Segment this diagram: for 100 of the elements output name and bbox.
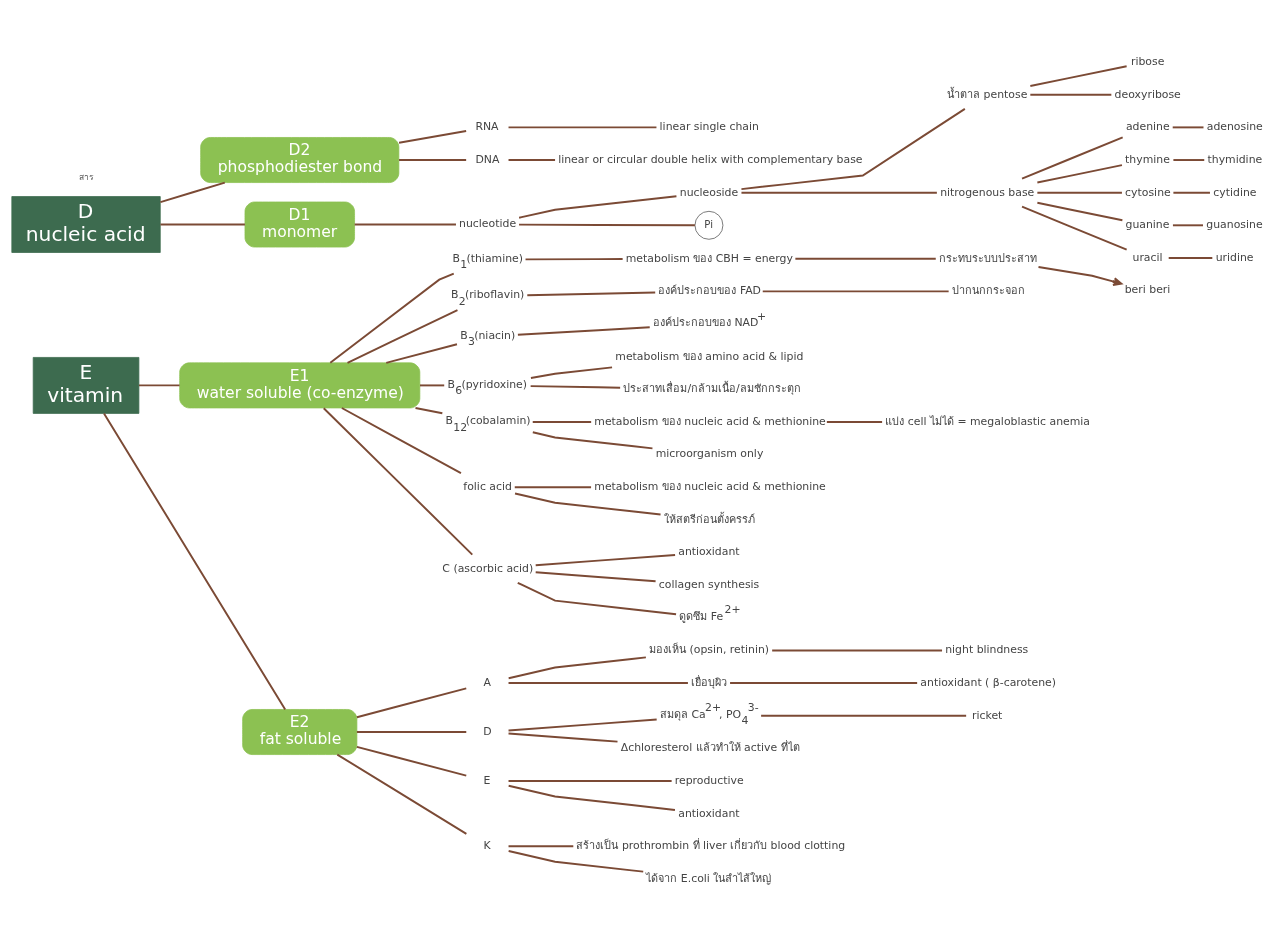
connector [159,223,246,225]
node-text: DNA [475,152,500,166]
connector [1036,163,1123,183]
node-text: beri beri [1124,282,1171,296]
node-box: D nucleic acid [11,195,161,253]
connector [729,681,919,684]
connector [385,342,458,364]
node-text: metabolism ของ amino acid & lipid [615,349,804,363]
connector [507,718,658,731]
connector [355,686,468,718]
connector [771,648,943,651]
connector [507,732,619,743]
node-text: metabolism ของ CBH = energy [625,251,793,265]
node-text: ปากนกกระจอก [951,283,1025,297]
connector [103,412,287,710]
node-text: Δchloresterol แล้วทำให้ active ที่ไต [620,740,800,754]
node-text: nucleoside [679,185,739,199]
node-text: ให้สตรีก่อนตั้งครรภ์ [663,512,755,526]
node-text: K [483,838,491,852]
connector [526,291,657,296]
connector [507,844,575,847]
connector [336,753,468,835]
connector [398,158,468,161]
node-text: antioxidant [678,544,740,558]
connector [514,491,662,515]
connector [740,191,938,194]
connector [740,107,966,190]
connector [1029,64,1128,87]
connector [507,125,658,128]
node-text: น้ำตาล pentose [947,87,1028,101]
connector [534,553,677,566]
node-text: thymine [1125,152,1170,166]
connector [529,384,622,389]
node-text: ricket [972,708,1003,722]
node-text: มองเห็น (opsin, retinin) [649,642,770,656]
label: สาร [78,171,94,182]
connector [414,406,444,414]
connector [1171,223,1204,226]
node-text: RNA [475,119,499,133]
connector [794,257,937,260]
node-text: ribose [1130,54,1165,68]
connector [1029,93,1113,96]
node-text: deoxyribose [1114,87,1181,101]
node-circle: Pi [694,210,724,240]
connector [1172,158,1206,161]
node-text: ประสาทเสื่อม/กล้ามเนื้อ/ลมชักกระตุก [623,381,801,395]
connector [825,420,884,423]
node-text: microorganism only [655,446,764,460]
connector [513,485,593,488]
node-box: E2 fat soluble [242,708,358,755]
connector [518,223,696,226]
connector [1171,125,1205,128]
node-text: แบ่ง cell ไม่ได้ = megaloblastic anemia [885,414,1091,428]
node-text: metabolism ของ nucleic acid & methionine [594,414,826,428]
node-text: linear single chain [659,119,759,133]
connector [1172,191,1211,194]
arrow [1037,265,1123,286]
connector [138,383,181,386]
node-text: guanine [1125,217,1170,231]
node-text: night blindness [945,642,1029,656]
connector [531,420,593,423]
node-text: thymidine [1207,152,1263,166]
node-text: ได้จาก E.coli ในลำไส้ใหญ่ [646,871,772,885]
node-text: collagen synthesis [658,577,760,591]
connector [516,325,651,336]
node-text: adenosine [1206,119,1263,133]
node-text: uracil [1132,250,1163,264]
node-text: D [483,724,492,738]
node-text: E [483,773,491,787]
connector [355,745,468,777]
connector [1021,205,1128,251]
node-text: antioxidant ( β-carotene) [920,675,1057,689]
node-text: metabolism ของ nucleic acid & methionine [594,479,826,493]
node-text: cytosine [1125,185,1171,199]
node-box: E vitamin [32,356,140,414]
connector [507,849,645,873]
node-text: antioxidant [678,806,740,819]
connector [398,129,468,144]
node-text: A [483,675,492,689]
node-box: D1 monomer [244,201,355,247]
connector [524,257,624,260]
connector [507,681,689,684]
connector [760,714,968,717]
connector [1167,256,1214,259]
node-text: cytidine [1213,185,1257,199]
node-text: องค์ประกอบของ FAD [658,283,761,297]
connector [1036,201,1124,221]
connector [355,730,468,733]
node-text: folic acid [463,479,512,493]
connector [346,308,459,364]
connector [507,158,557,161]
node-text: uridine [1215,250,1254,264]
connector [329,272,455,364]
node-box: D2 phosphodiester bond [200,136,400,183]
node-text: linear or circular double helix with complementary base [558,152,863,166]
node-text: เยื่อบุผิว [691,675,728,689]
connector [507,655,647,679]
connector [322,406,474,556]
connector [529,365,614,379]
connector [353,223,457,225]
